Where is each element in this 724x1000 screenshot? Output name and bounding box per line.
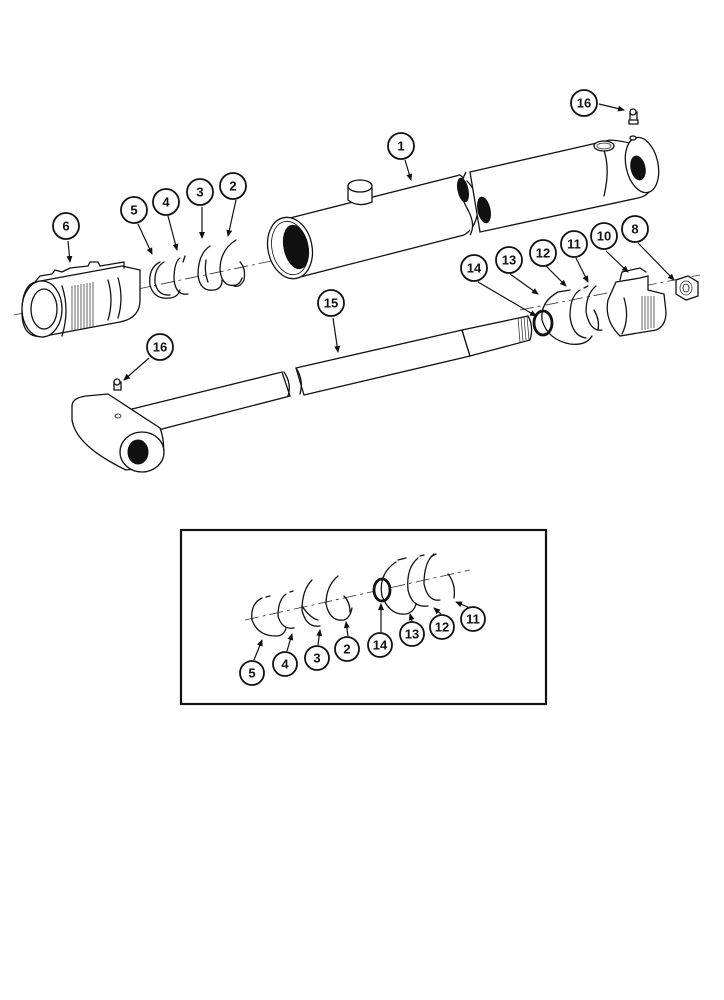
part-8-lock-nut bbox=[675, 275, 699, 301]
parts-2-5-gland-seals bbox=[149, 239, 246, 299]
callout-8[interactable]: 8 bbox=[621, 215, 649, 243]
part-1-barrel bbox=[266, 135, 660, 280]
callout-11[interactable]: 11 bbox=[560, 230, 588, 258]
svg-text:5: 5 bbox=[130, 203, 137, 218]
svg-text:3: 3 bbox=[196, 185, 203, 200]
inset-callout-13[interactable]: 13 bbox=[399, 621, 425, 647]
svg-text:2: 2 bbox=[343, 642, 350, 657]
svg-text:14: 14 bbox=[373, 638, 388, 653]
inset-callout-4[interactable]: 4 bbox=[272, 651, 298, 677]
svg-text:13: 13 bbox=[502, 253, 516, 268]
callout-13[interactable]: 13 bbox=[495, 246, 523, 274]
svg-text:14: 14 bbox=[467, 261, 482, 276]
callout-6[interactable]: 6 bbox=[52, 212, 80, 240]
part-10-piston bbox=[606, 267, 667, 337]
inset-callout-2[interactable]: 2 bbox=[334, 636, 360, 662]
inset-callout-5[interactable]: 5 bbox=[239, 660, 265, 686]
callout-14[interactable]: 14 bbox=[460, 254, 488, 282]
svg-text:12: 12 bbox=[536, 246, 550, 261]
inset-leader-lines bbox=[253, 601, 471, 661]
svg-text:6: 6 bbox=[62, 219, 69, 234]
svg-text:11: 11 bbox=[567, 237, 581, 252]
svg-text:2: 2 bbox=[229, 179, 236, 194]
part-16-grease-fitting-rod bbox=[113, 378, 122, 391]
svg-text:10: 10 bbox=[597, 229, 611, 244]
callout-2[interactable]: 2 bbox=[219, 172, 247, 200]
callout-5[interactable]: 5 bbox=[120, 196, 148, 224]
callout-15[interactable]: 15 bbox=[317, 289, 345, 317]
svg-text:12: 12 bbox=[435, 620, 449, 635]
leader-lines bbox=[66, 103, 675, 381]
svg-text:13: 13 bbox=[405, 627, 419, 642]
callouts-main: 1 2 3 4 5 6 8 10 11 12 13 14 15 16 16 bbox=[52, 89, 649, 361]
inset-seals-2-5 bbox=[251, 575, 353, 637]
svg-text:16: 16 bbox=[153, 340, 167, 355]
svg-text:16: 16 bbox=[577, 96, 591, 111]
callout-10[interactable]: 10 bbox=[590, 222, 618, 250]
callouts-inset: 5 4 3 2 14 13 12 11 bbox=[239, 606, 486, 686]
svg-text:3: 3 bbox=[313, 651, 320, 666]
parts-11-13-piston-seals bbox=[541, 285, 603, 345]
svg-text:4: 4 bbox=[162, 195, 170, 210]
inset-callout-14[interactable]: 14 bbox=[367, 632, 393, 658]
inset-callout-12[interactable]: 12 bbox=[429, 614, 455, 640]
callout-16-barrel[interactable]: 16 bbox=[570, 89, 598, 117]
callout-1[interactable]: 1 bbox=[387, 132, 415, 160]
callout-3[interactable]: 3 bbox=[186, 178, 214, 206]
part-6-gland bbox=[21, 261, 141, 338]
svg-text:4: 4 bbox=[281, 657, 289, 672]
svg-text:5: 5 bbox=[248, 666, 255, 681]
svg-text:8: 8 bbox=[631, 222, 638, 237]
seal-kit-inset: 5 4 3 2 14 13 12 11 bbox=[179, 528, 548, 706]
inset-seals-11-14 bbox=[372, 553, 456, 615]
svg-text:11: 11 bbox=[466, 612, 480, 627]
callout-4[interactable]: 4 bbox=[152, 188, 180, 216]
inset-callout-3[interactable]: 3 bbox=[304, 645, 330, 671]
main-view bbox=[13, 103, 701, 473]
part-16-grease-fitting-barrel bbox=[628, 108, 639, 125]
part-15-piston-rod bbox=[71, 315, 533, 473]
inset-callout-11[interactable]: 11 bbox=[460, 606, 486, 632]
svg-text:15: 15 bbox=[324, 296, 338, 311]
callout-12[interactable]: 12 bbox=[529, 239, 557, 267]
callout-16-rod[interactable]: 16 bbox=[146, 333, 174, 361]
svg-text:1: 1 bbox=[397, 139, 404, 154]
